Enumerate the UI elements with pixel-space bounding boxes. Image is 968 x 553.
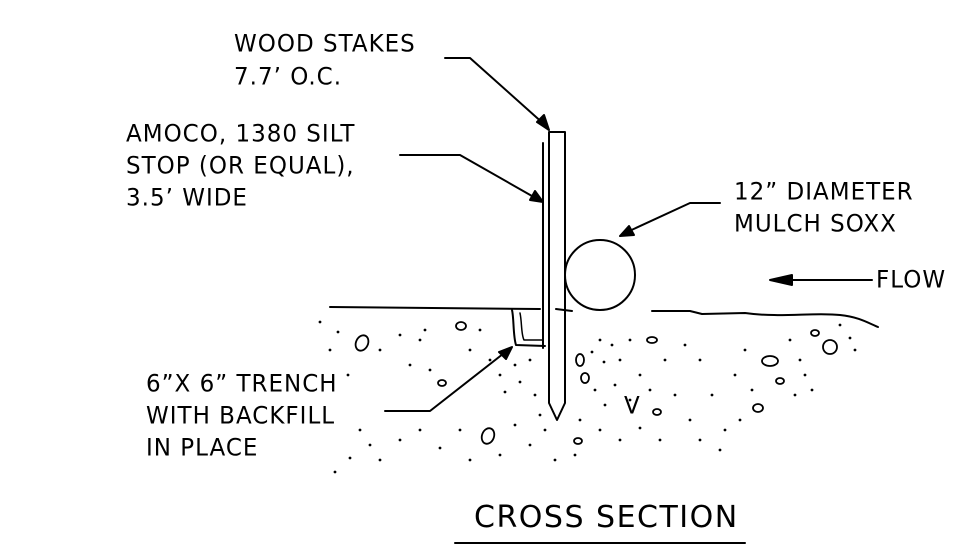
leader-trench [384, 349, 509, 412]
label-flow: FLOW [876, 266, 947, 294]
leader-mulch-soxx [624, 202, 721, 234]
label-mulch-soxx-1: 12” DIAMETER [734, 178, 914, 206]
mulch-soxx-circle [564, 239, 636, 311]
label-trench-3: IN PLACE [146, 434, 259, 462]
ground-mark: V [624, 392, 641, 420]
label-wood-stakes-1: WOOD STAKES [234, 30, 416, 58]
label-mulch-soxx-2: MULCH SOXX [734, 210, 897, 238]
trench-inner [519, 312, 543, 341]
label-silt-stop-3: 3.5’ WIDE [126, 184, 248, 212]
label-wood-stakes-2: 7.7’ O.C. [234, 63, 343, 91]
label-trench-2: WITH BACKFILL [146, 402, 336, 430]
soil-stones [354, 321, 838, 445]
label-silt-stop-2: STOP (OR EQUAL), [126, 152, 355, 180]
arrowhead-silt-stop [529, 190, 544, 203]
arrowhead-trench [498, 346, 513, 360]
leader-silt-stop [399, 154, 540, 201]
trench-outline [511, 309, 546, 347]
drawing-title: CROSS SECTION [474, 500, 739, 535]
soil-stipple [318, 320, 857, 474]
arrowhead-wood-stakes [536, 114, 550, 131]
arrowhead-mulch-soxx [619, 225, 635, 237]
label-silt-stop-1: AMOCO, 1380 SILT [126, 120, 356, 148]
leader-wood-stakes [444, 57, 546, 126]
wood-stake [548, 131, 566, 421]
flow-arrow-head [769, 274, 793, 286]
label-trench-1: 6”X 6” TRENCH [146, 370, 338, 398]
